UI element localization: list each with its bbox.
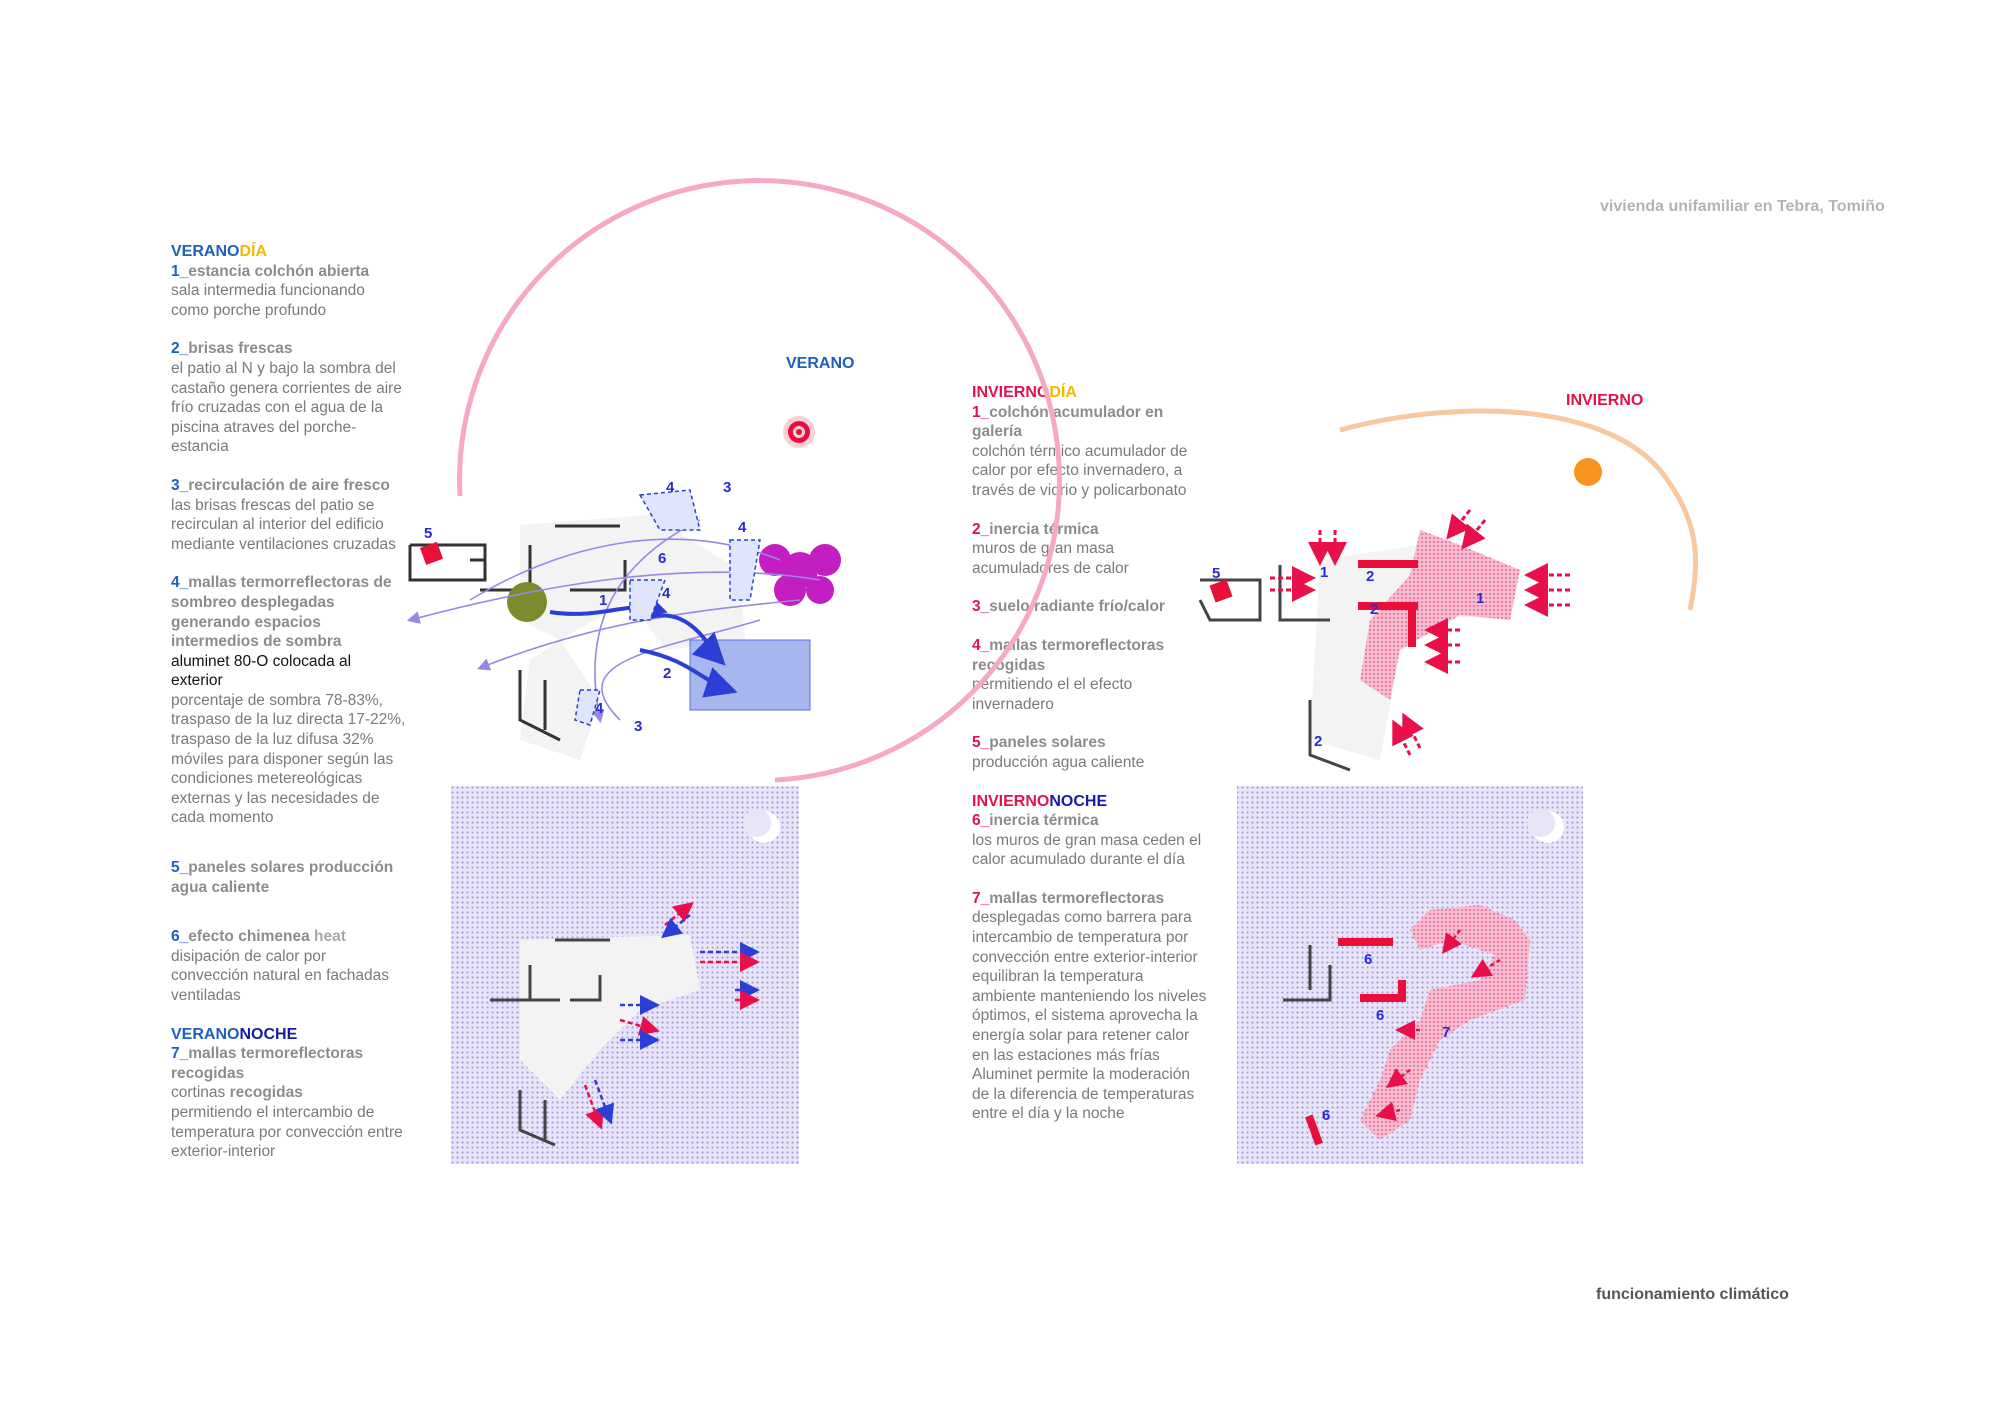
verano-item-4: 4_mallas termorreflectoras de sombreo de… [171,574,406,827]
project-title: vivienda unifamiliar en Tebra, Tomiño [1600,198,1885,215]
inv-num-2c: 2 [1314,733,1322,750]
verano-noche-diagram [451,786,799,1164]
solar-gain-arrows [1270,509,1570,756]
solar-panel-icon-2 [1209,579,1233,603]
shade-mesh-outlines [574,489,761,726]
sun-icon-orange [1574,458,1602,486]
inv-num-2b: 2 [1370,601,1378,618]
inv-num-1: 1 [1476,590,1484,607]
invierno-text-column: INVIERNODÍA 1_colchón acumulador en gale… [972,383,1207,1143]
inv-num-2: 2 [1366,568,1374,585]
invierno-dia-heading: INVIERNODÍA [972,384,1077,401]
verano-dia-numbers: 1 2 3 3 4 4 4 4 5 6 [424,479,747,735]
building-plan-verano-dia [408,515,811,760]
num-1: 1 [599,592,607,609]
invierno-noche-diagram: 6 6 6 7 [1237,786,1583,1164]
verano-label: VERANO [786,355,855,372]
num-5: 5 [424,525,432,542]
flower-icon [759,544,841,606]
sun-icon-red [783,416,815,448]
invierno-noche-heading: INVIERNONOCHE [972,792,1108,810]
solar-panel-icon [420,541,444,565]
night-num-6b: 6 [1376,1007,1384,1024]
num-4c: 4 [662,585,671,602]
num-4b: 4 [738,519,747,536]
num-4d: 4 [595,700,604,717]
inv-num-5: 5 [1212,565,1220,582]
moon-icon-2 [1527,809,1564,843]
night-num-6: 6 [1364,951,1372,968]
num-4: 4 [666,479,675,496]
invierno-dia-numbers: 1 1 2 2 2 5 [1212,564,1484,750]
night-num-6c: 6 [1322,1107,1330,1124]
verano-noche-heading: VERANONOCHE [171,1025,298,1043]
num-6: 6 [658,550,666,567]
sheet-title: funcionamiento climático [1596,1286,1789,1303]
invierno-dia-diagram: 1 1 2 2 2 5 [1198,408,1699,772]
invierno-noche-numbers: 6 6 6 7 [1322,951,1450,1124]
verano-dia-heading: VERANODÍA [171,243,268,260]
building-plan-verano-noche [490,935,700,1147]
night-heat-arrows [1375,929,1501,1122]
tree-icon [507,582,547,622]
night-thermal-mass-walls [1305,938,1406,1146]
thermal-mass-walls [1358,560,1418,647]
num-2: 2 [663,665,671,682]
num-3: 3 [723,479,731,496]
verano-dia-diagram: 1 2 3 3 4 4 4 4 5 6 [406,177,1063,783]
num-3b: 3 [634,718,642,735]
summer-sun-arc [457,177,1063,783]
inv-num-1b: 1 [1320,564,1328,581]
moon-icon [743,809,780,843]
invierno-label: INVIERNO [1566,392,1644,409]
verano-item-5: 5_paneles solares producción agua calien… [171,859,394,896]
building-plan-invierno-noche [1283,945,1332,1002]
night-num-7: 7 [1442,1024,1450,1041]
night-exchange-arrows [583,901,760,1130]
thermal-collector-gallery [1360,530,1520,700]
winter-sun-arc [1339,408,1699,611]
